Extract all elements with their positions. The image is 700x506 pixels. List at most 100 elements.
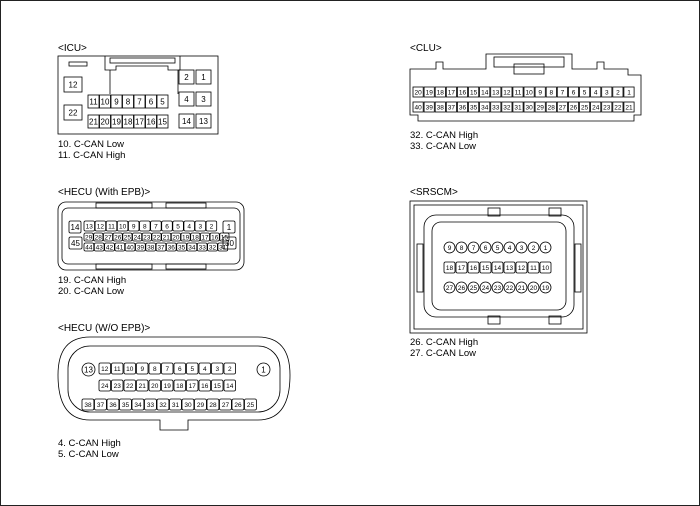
pin-label: 24	[133, 234, 141, 241]
pin-label: 40	[126, 244, 134, 251]
pin-label: 32	[209, 244, 217, 251]
pin-33: 33	[490, 101, 502, 113]
hecu-epb-top-tab-right	[165, 202, 207, 209]
pin-16: 16	[198, 379, 211, 392]
pin-5: 5	[186, 362, 199, 375]
pin-10: 10	[116, 220, 129, 232]
pin-label: 3	[201, 95, 206, 104]
pin-1: 1	[623, 86, 635, 98]
pin-28: 28	[545, 101, 557, 113]
pin-17: 17	[186, 379, 199, 392]
pin-20: 20	[527, 281, 540, 294]
srscm-notes: 26. C-CAN High 27. C-CAN Low	[410, 337, 478, 359]
pin-25: 25	[122, 232, 133, 242]
pin-label: 41	[116, 244, 124, 251]
pin-27: 27	[103, 232, 114, 242]
pin-11: 11	[527, 261, 540, 274]
pin-label: 8	[549, 89, 553, 96]
pin-label: 5	[583, 89, 587, 96]
pin-label: 5	[160, 97, 165, 106]
pin-label: 15	[214, 383, 222, 390]
pin-label: 1	[201, 73, 206, 82]
icu-note-1: 10. C-CAN Low	[58, 139, 124, 150]
pin-26: 26	[231, 398, 245, 411]
pin-label: 35	[122, 402, 130, 409]
pin-label: 34	[188, 244, 196, 251]
pin-16: 16	[467, 261, 480, 274]
pin-label: 11	[108, 223, 115, 230]
pin-label: 38	[437, 104, 445, 111]
pin-29: 29	[534, 101, 546, 113]
pin-41: 41	[114, 242, 126, 252]
pin-18: 18	[434, 86, 446, 98]
pin-31: 31	[169, 398, 182, 411]
pin-label: 37	[448, 104, 456, 111]
pin-label: 27	[559, 104, 567, 111]
pin-label: 37	[97, 402, 105, 409]
pin-label: 20	[414, 89, 422, 96]
pin-label: 2	[532, 245, 536, 252]
pin-label: 29	[537, 104, 545, 111]
pin-label: 26	[458, 285, 466, 292]
pin-label: 10	[525, 89, 533, 96]
pin-34: 34	[479, 101, 491, 113]
pin-33: 33	[144, 398, 157, 411]
pin-25: 25	[467, 281, 480, 294]
pin-2: 2	[178, 69, 195, 85]
pin-label: 21	[518, 285, 526, 292]
pin-17: 17	[455, 261, 468, 274]
pin-23: 23	[601, 101, 613, 113]
pin-10: 10	[539, 261, 552, 274]
srscm-housing	[409, 200, 588, 334]
pin-4: 4	[178, 91, 195, 107]
pin-7: 7	[161, 362, 174, 375]
pin-21: 21	[623, 101, 635, 113]
srscm-shroud	[423, 214, 575, 318]
hecu-epb-title: <HECU (With EPB)>	[58, 187, 150, 198]
pin-21: 21	[515, 281, 528, 294]
pin-label: 12	[97, 223, 105, 230]
pin-label: 15	[158, 117, 167, 126]
pin-label: 16	[459, 89, 467, 96]
pin-label: 8	[153, 366, 157, 373]
pin-label: 16	[147, 117, 156, 126]
pin-label: 15	[221, 234, 229, 241]
pin-label: 6	[149, 97, 154, 106]
pin-3: 3	[195, 91, 212, 107]
pin-label: 14	[494, 265, 502, 272]
srscm-note-2: 27. C-CAN Low	[410, 348, 476, 359]
pin-label: 26	[570, 104, 578, 111]
pin-17: 17	[445, 86, 457, 98]
pin-12: 12	[94, 220, 107, 232]
hecu-wo-title: <HECU (W/O EPB)>	[58, 323, 150, 334]
pin-label: 22	[153, 234, 161, 241]
pin-30: 30	[181, 398, 195, 411]
srscm-shroud-inner	[431, 221, 567, 311]
pin-label: 23	[114, 383, 122, 390]
pin-20: 20	[170, 232, 181, 242]
pin-label: 23	[143, 234, 151, 241]
srscm-rib-right	[574, 243, 582, 293]
pin-16: 16	[145, 114, 157, 129]
hecu-epb-notes: 19. C-CAN High 20. C-CAN Low	[58, 275, 126, 297]
pin-2: 2	[527, 241, 540, 254]
pin-label: 16	[211, 234, 219, 241]
hecu-epb-top-tab-left	[95, 202, 153, 209]
pin-label: 4	[508, 245, 512, 252]
pin-9: 9	[443, 241, 456, 254]
pin-3: 3	[194, 220, 207, 232]
pin-label: 10	[101, 97, 110, 106]
pin-8: 8	[122, 94, 134, 109]
pin-44: 44	[83, 242, 95, 252]
hecu-epb-bottom-tab-right	[165, 263, 207, 270]
pin-12: 12	[515, 261, 528, 274]
pin-8: 8	[545, 86, 557, 98]
pin-32: 32	[156, 398, 170, 411]
clu-note-2: 33. C-CAN Low	[410, 141, 476, 152]
pin-label: 9	[132, 223, 136, 230]
